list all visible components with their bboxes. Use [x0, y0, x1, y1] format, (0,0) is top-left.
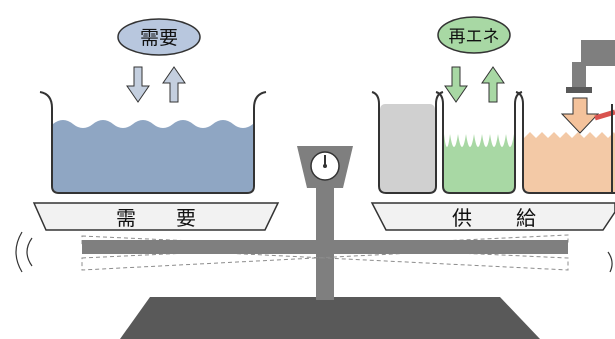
supply-pan: 供 給 — [370, 202, 615, 231]
faucet-icon — [566, 40, 615, 93]
arrow-down-icon — [560, 97, 600, 134]
arrow-down-icon — [444, 66, 468, 103]
gauge-icon — [310, 151, 340, 181]
scale-base — [120, 297, 540, 339]
demand-bubble: 需要 — [117, 18, 201, 56]
vibration-marks-right — [607, 251, 613, 273]
gray-tank — [371, 91, 444, 194]
supply-pan-label-2: 給 — [516, 206, 536, 230]
supply-pan-label-1: 供 — [452, 206, 472, 230]
demand-pan-label-1: 需 — [116, 206, 136, 230]
demand-bubble-label: 需要 — [140, 27, 178, 49]
renewable-tank — [435, 91, 523, 194]
scale-beam — [82, 240, 568, 254]
demand-pan: 需 要 — [32, 202, 280, 231]
arrow-up-icon — [481, 66, 505, 103]
orange-tank — [515, 91, 615, 194]
arrow-up-icon — [162, 66, 186, 103]
demand-tank — [39, 91, 267, 194]
arrow-down-icon — [126, 66, 150, 103]
vibration-marks-left — [15, 231, 33, 273]
demand-pan-label-2: 要 — [176, 206, 196, 230]
renewable-bubble-label: 再エネ — [449, 27, 500, 47]
renewable-bubble: 再エネ — [437, 16, 511, 54]
